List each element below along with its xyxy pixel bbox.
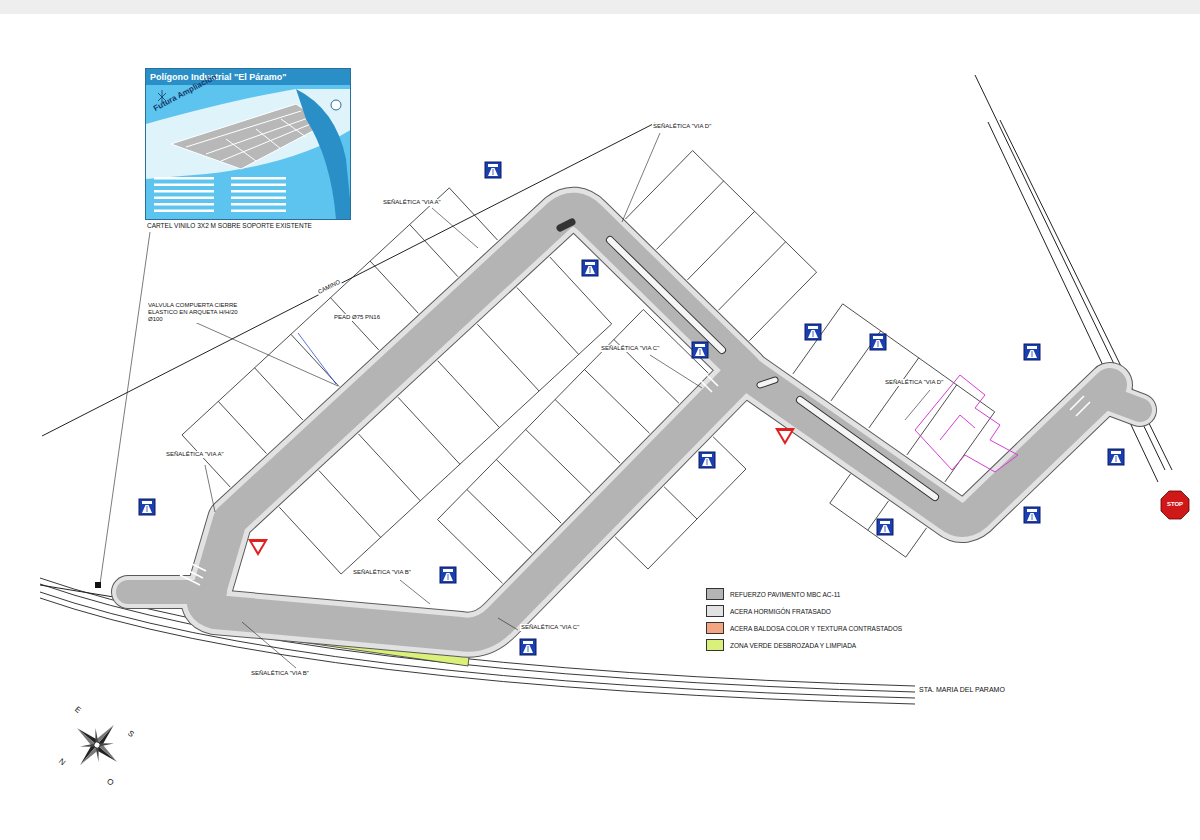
legend-text: REFUERZO PAVIMENTO MBC AC-11: [730, 591, 840, 598]
inset-list: [154, 203, 214, 206]
plot-boundary: [319, 471, 381, 538]
plot-boundary: [664, 487, 697, 519]
legend-row: ZONA VERDE DESBROZADA Y LIMPIADA: [706, 639, 856, 651]
building-outline: [915, 375, 1018, 472]
inset-list: [231, 184, 286, 187]
plot-boundary: [449, 188, 497, 240]
signage-callout: SEÑALÉTICA "VIA D": [884, 379, 944, 386]
valve-note: VALVULA COMPUERTA CIERRE ELASTICO EN ARQ…: [147, 302, 247, 323]
plot-boundary: [718, 242, 785, 311]
crosswalks: [180, 374, 1090, 585]
inset-list: [154, 184, 214, 187]
top-band: [0, 0, 1200, 14]
compass-letter: E: [72, 704, 84, 716]
plot-boundary: [830, 503, 906, 557]
signage-callout: SEÑALÉTICA "VIA C": [600, 345, 660, 352]
plot-boundary: [584, 370, 649, 434]
legend-swatch: [706, 588, 724, 600]
compass-letter: O: [104, 776, 116, 788]
sign-post: [95, 582, 101, 588]
plot-boundary: [907, 385, 957, 455]
yield-signs: [248, 428, 795, 556]
signage-callout: SEÑALÉTICA "VIA B": [352, 569, 412, 576]
inset-list: [231, 203, 286, 206]
plot-boundary: [830, 474, 851, 503]
sign-text: STOP: [1163, 501, 1187, 508]
inset-list: [231, 197, 286, 200]
plot-boundary: [693, 151, 817, 273]
signage-callout: SEÑALÉTICA "VIA A": [165, 451, 225, 458]
medians: [560, 222, 935, 497]
plot-boundary: [496, 460, 561, 524]
road-name: STA. MARIA DEL PARAMO: [918, 686, 1006, 694]
panel-title: Polígono Industrial "El Páramo": [146, 69, 351, 85]
road-name: CAMINO: [316, 278, 342, 296]
inset-streets: [186, 111, 318, 161]
signage-callout: SEÑALÉTICA "VIA B": [250, 670, 310, 677]
compass-letter: S: [125, 728, 137, 740]
legend-swatch: [706, 622, 724, 634]
legend-row: REFUERZO PAVIMENTO MBC AC-11: [706, 588, 840, 600]
plot-boundary: [330, 298, 378, 350]
legend-swatch: [706, 639, 724, 651]
inset-plots: [171, 104, 326, 169]
signage-icons: [139, 162, 1124, 655]
plot-boundary: [437, 520, 502, 584]
plot-boundary: [438, 361, 500, 428]
plot-boundary: [526, 430, 591, 494]
inset-logo: [331, 100, 341, 110]
legend-text: ACERA HORMIGÓN FRATASADO: [730, 608, 831, 615]
plot-boundary: [517, 288, 579, 355]
inset-list: [231, 190, 286, 193]
plot-boundary: [906, 528, 927, 557]
plot-boundary: [398, 397, 460, 464]
stop-sign: [1161, 491, 1189, 519]
plot-boundary: [410, 224, 458, 276]
inset-list: [231, 210, 286, 213]
plot-boundary: [370, 261, 418, 313]
legend-row: ACERA HORMIGÓN FRATASADO: [706, 605, 831, 617]
plot-boundary: [869, 358, 919, 428]
inset-list: [154, 177, 214, 180]
sign-panel: Polígono Industrial "El Páramo"Futura Am…: [145, 68, 351, 220]
plot-boundary: [358, 434, 420, 501]
inset-list: [154, 210, 214, 213]
plot-boundary: [182, 435, 230, 487]
signage-callout: SEÑALÉTICA "VIA A": [382, 199, 442, 206]
legend-swatch: [706, 605, 724, 617]
inset-list: [154, 190, 214, 193]
plot-boundary: [550, 257, 612, 324]
plot-boundary: [615, 537, 648, 569]
plot-boundary: [687, 211, 754, 280]
plot-boundary: [656, 181, 723, 250]
signage-callout: SEÑALÉTICA "VIA C": [520, 624, 580, 631]
plot-boundary: [255, 368, 303, 420]
plot-boundary: [555, 400, 620, 464]
plot-boundary: [467, 490, 532, 554]
legend-text: ZONA VERDE DESBROZADA Y LIMPIADA: [730, 642, 856, 649]
plot-boundary: [218, 401, 266, 453]
inset-list: [154, 197, 214, 200]
inset-list: [231, 177, 286, 180]
legend-text: ACERA BALDOSA COLOR Y TEXTURA CONTRASTAD…: [730, 625, 902, 632]
plot-boundary: [713, 437, 746, 469]
pipe-note: PEAD Ø75 PN16: [333, 314, 381, 321]
inset-road: [296, 89, 351, 219]
roads: [128, 210, 1140, 635]
legend-row: ACERA BALDOSA COLOR Y TEXTURA CONTRASTAD…: [706, 622, 902, 634]
signage-callout: SEÑALÉTICA "VIA D": [652, 123, 712, 130]
plot-boundary: [477, 324, 539, 391]
pipe-line: [298, 333, 336, 384]
plot-boundary: [279, 507, 341, 574]
plot-boundary: [843, 304, 995, 412]
compass-rose: [60, 708, 133, 781]
plot-boundary: [793, 304, 843, 374]
compass-letter: N: [56, 756, 68, 768]
plot-boundary: [625, 151, 692, 220]
sign-caption: CARTEL VINILO 3X2 M SOBRE SOPORTE EXISTE…: [146, 222, 313, 229]
